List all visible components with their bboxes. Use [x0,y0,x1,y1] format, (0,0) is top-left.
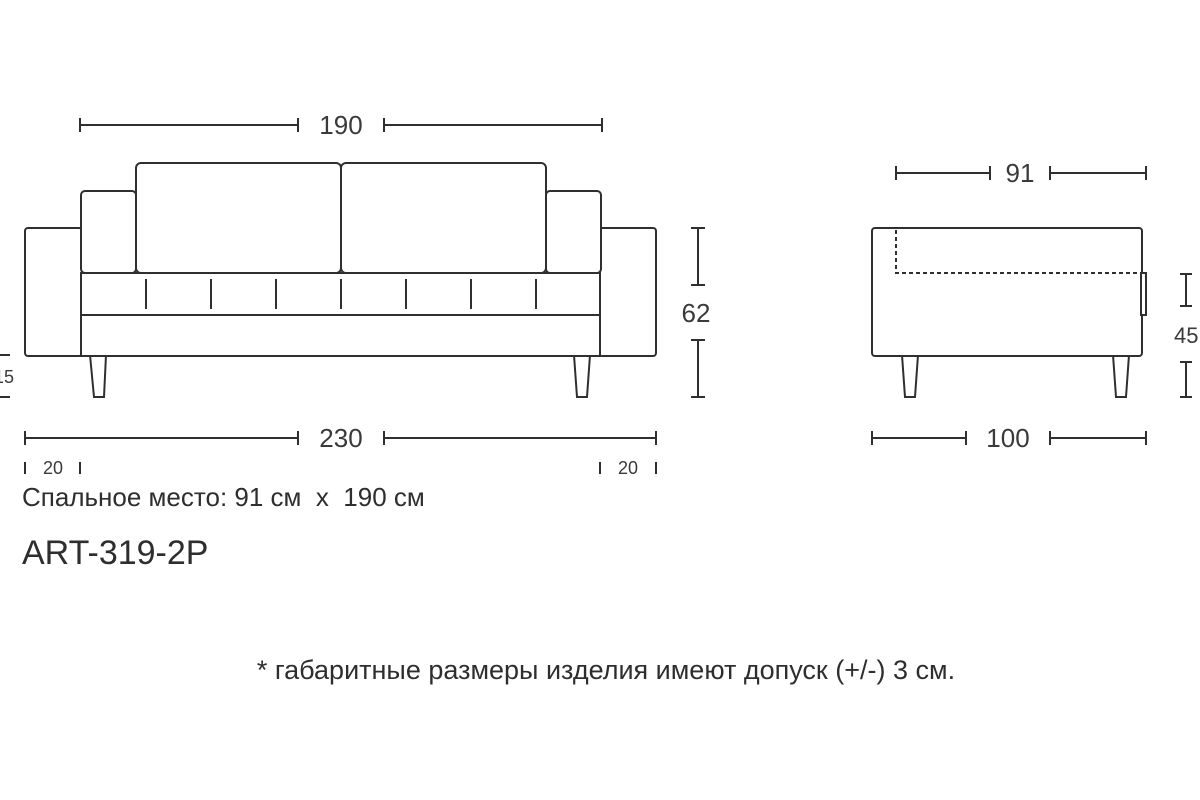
side-front-leg [900,354,920,398]
armrest-right-dimension: 20 [599,458,657,478]
side-back-leg [1111,354,1131,398]
front-view: 190 230 20 20 [0,110,710,478]
armrest-left-dimension: 20 [24,458,81,478]
seat-height-dimension: 45 [1174,273,1198,398]
side-back-panel [1140,272,1147,316]
front-right-leg [572,354,592,398]
side-body [871,227,1143,357]
right-armrest [598,227,657,357]
seat-stitching [145,279,537,309]
seat-width-label: 190 [319,110,362,140]
article-code: ART-319-2P [22,534,208,572]
back-cushion-right [340,162,547,274]
right-bolster [545,190,602,274]
left-bolster [80,190,137,274]
armrest-left-label: 20 [43,458,63,478]
sofa-base [80,313,601,357]
front-left-leg [88,354,108,398]
seat-depth-dimension: 91 [895,158,1147,188]
seat-height-label: 45 [1174,323,1198,348]
sleeping-area-text: Спальное место: 91 см х 190 см [22,482,425,512]
seat-depth-label: 91 [1006,158,1035,188]
tolerance-footnote: * габаритные размеры изделия имеют допус… [257,655,955,685]
total-depth-dimension: 100 [871,423,1147,453]
total-width-dimension: 230 [24,423,657,453]
total-height-dimension: 62 [682,227,711,398]
total-width-label: 230 [319,423,362,453]
back-cushion-left [135,162,342,274]
leg-height-dimension: 15 [0,354,14,398]
total-depth-label: 100 [986,423,1029,453]
armrest-right-label: 20 [618,458,638,478]
leg-height-label: 15 [0,367,14,387]
total-height-label: 62 [682,298,711,328]
side-view: 91 100 45 [871,158,1198,453]
seat-depth-outline [895,230,1141,274]
seat-width-dimension: 190 [79,110,603,140]
left-armrest [24,227,83,357]
